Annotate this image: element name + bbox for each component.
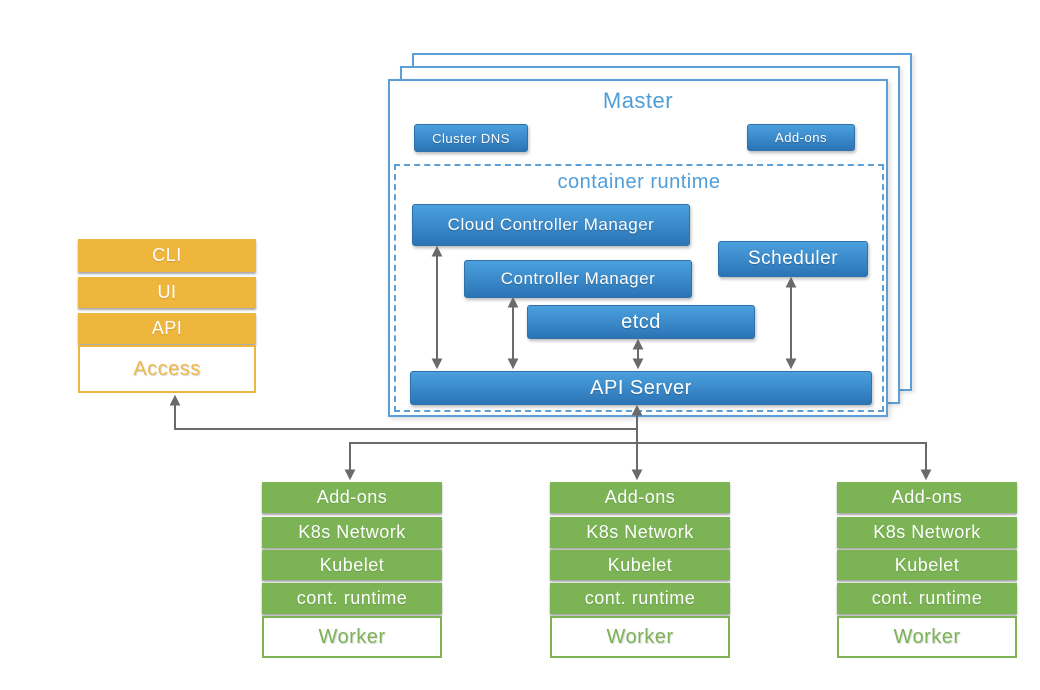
worker-item-cont-runtime: cont. runtime [837, 583, 1017, 614]
worker-item-kubelet: Kubelet [837, 550, 1017, 580]
master-node-box: Master Cluster DNS Add-ons container run… [388, 79, 888, 417]
worker-item-k8s-network: K8s Network [262, 517, 442, 548]
worker-item-addons: Add-ons [262, 482, 442, 513]
master-title: Master [602, 88, 674, 113]
worker-item-addons: Add-ons [550, 482, 730, 513]
worker-item-kubelet: Kubelet [262, 550, 442, 580]
worker-base-label: Worker [550, 616, 730, 658]
worker-item-addons: Add-ons [837, 482, 1017, 513]
worker-item-kubelet: Kubelet [550, 550, 730, 580]
access-stack: CLI UI API Access [78, 239, 256, 393]
master-addons-box: Add-ons [747, 124, 855, 151]
controller-manager-box: Controller Manager [464, 260, 692, 298]
worker-item-k8s-network: K8s Network [837, 517, 1017, 548]
access-item-cli: CLI [78, 239, 256, 272]
arrow-apiserver-worker3 [637, 442, 932, 481]
worker-base-label: Worker [262, 616, 442, 658]
scheduler-box: Scheduler [718, 241, 868, 277]
arrow-apiserver-worker1 [344, 442, 637, 481]
worker-base-label: Worker [837, 616, 1017, 658]
worker-item-cont-runtime: cont. runtime [550, 583, 730, 614]
container-runtime-box: container runtime Cloud Controller Manag… [394, 164, 884, 412]
worker-item-cont-runtime: cont. runtime [262, 583, 442, 614]
access-item-api: API [78, 313, 256, 344]
cloud-controller-manager-box: Cloud Controller Manager [412, 204, 690, 246]
access-item-ui: UI [78, 277, 256, 308]
access-base-label: Access [78, 345, 256, 393]
worker-item-k8s-network: K8s Network [550, 517, 730, 548]
worker-node-3: Add-ons K8s Network Kubelet cont. runtim… [837, 482, 1017, 658]
api-server-box: API Server [410, 371, 872, 405]
worker-node-2: Add-ons K8s Network Kubelet cont. runtim… [550, 482, 730, 658]
container-runtime-title: container runtime [557, 171, 721, 193]
worker-node-1: Add-ons K8s Network Kubelet cont. runtim… [262, 482, 442, 658]
etcd-box: etcd [527, 305, 755, 339]
cluster-dns-box: Cluster DNS [414, 124, 528, 152]
